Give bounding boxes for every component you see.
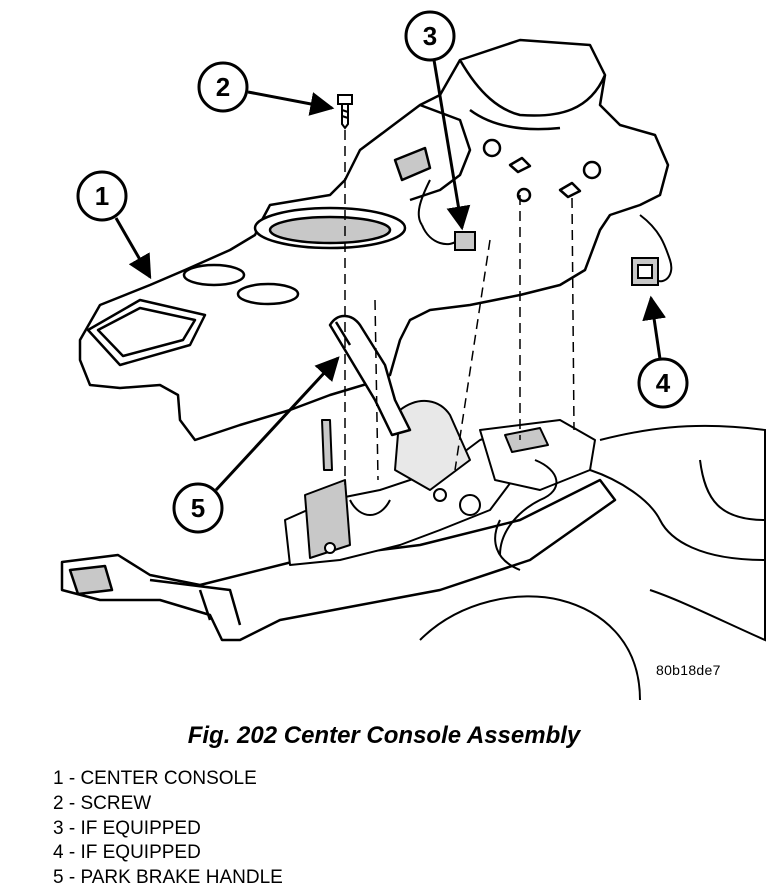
- alignment-lines: [344, 130, 575, 485]
- callout-5-number: 5: [191, 493, 205, 523]
- center-console: [78, 38, 670, 442]
- figure-caption: Fig. 202 Center Console Assembly: [187, 722, 581, 749]
- callout-3-number: 3: [423, 21, 437, 51]
- image-code: 80b18de7: [656, 662, 721, 678]
- callout-1-number: 1: [95, 181, 109, 211]
- callout-5: 5: [172, 356, 340, 534]
- legend: 1 - CENTER CONSOLE 2 - SCREW 3 - IF EQUI…: [53, 767, 283, 891]
- screw: [337, 94, 353, 130]
- park-brake-handle: [328, 314, 412, 437]
- callout-3-leader: [432, 59, 471, 231]
- legend-item-3: 3 - IF EQUIPPED: [53, 817, 201, 839]
- callout-4-leader: [642, 295, 667, 360]
- legend-item-2: 2 - SCREW: [53, 792, 152, 814]
- legend-item-5: 5 - PARK BRAKE HANDLE: [53, 867, 283, 889]
- side-connector: [631, 214, 673, 286]
- callout-1-leader: [114, 217, 152, 280]
- callout-3: 3: [404, 10, 471, 231]
- legend-item-4: 4 - IF EQUIPPED: [53, 842, 201, 864]
- floor-tunnel: [419, 424, 766, 700]
- console-assembly-diagram: 1 2 3 4 5: [60, 10, 766, 700]
- console-connector: [417, 179, 476, 251]
- callout-2-number: 2: [216, 72, 230, 102]
- callout-4: 4: [637, 295, 689, 409]
- callout-1: 1: [76, 170, 152, 280]
- callout-2-leader: [247, 90, 335, 116]
- callout-2: 2: [197, 61, 335, 116]
- callout-4-number: 4: [656, 368, 671, 398]
- park-brake-mechanism: [284, 400, 596, 571]
- legend-item-1: 1 - CENTER CONSOLE: [53, 768, 257, 789]
- callout-5-leader: [214, 356, 340, 492]
